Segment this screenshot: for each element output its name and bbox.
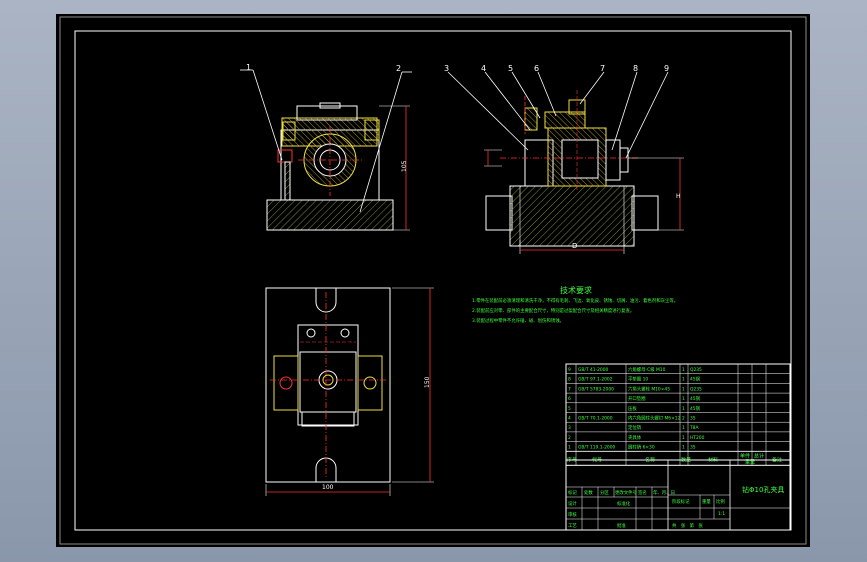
inner-border <box>74 30 792 531</box>
dim-plan-width: 100 <box>322 484 334 491</box>
tb-sign: 签名 <box>638 489 647 496</box>
title-block <box>565 459 791 531</box>
bom-header-cell: 重量 <box>745 458 755 465</box>
note-line-2: 2.装配前应对零、部件的主要配合尺寸，特别是过盈配合尺寸及相关精度进行复查。 <box>472 307 634 314</box>
tb-scale: 比例 <box>716 498 725 505</box>
bom-cell-qty: 1 <box>682 377 685 383</box>
bom-cell-mat: 45钢 <box>690 395 701 402</box>
bom-cell-name: 六角螺母-C级 M10 <box>628 366 666 373</box>
bom-cell-code: GB/T 70.1-2000 <box>578 416 613 422</box>
note-line-1: 1.零件在装配前必须清理和清洗干净，不得有毛刺、飞边、氧化皮、锈蚀、切屑、油污、… <box>472 297 678 304</box>
dim-side-width: D <box>572 242 577 250</box>
balloon-1: 1 <box>246 63 251 72</box>
balloon-3: 3 <box>444 64 449 73</box>
bom-header-cell: 单件 <box>740 452 750 459</box>
bom-cell-mat: 45钢 <box>690 376 701 383</box>
tb-zone: 分区 <box>600 489 609 496</box>
bom-cell-name: 定位销 <box>628 424 642 431</box>
tb-count: 处数 <box>584 489 593 496</box>
notes-title: 技术要求 <box>560 285 592 295</box>
bom-cell-qty: 1 <box>682 396 685 402</box>
bom-cell-name: 开口垫圈 <box>628 395 646 402</box>
bom-cell-no: 2 <box>568 435 571 441</box>
bom-row: 3 定位销 1 T8A <box>568 424 698 431</box>
tb-scale-value: 1:1 <box>718 511 725 517</box>
bom-cell-mat: Q235 <box>690 367 702 373</box>
drawing-sheet <box>56 14 810 547</box>
bom-cell-code: GB/T 97.1-2002 <box>578 377 613 383</box>
bom-cell-qty: 1 <box>682 425 685 431</box>
bom-cell-name: 圆柱销 6×30 <box>628 444 655 451</box>
balloon-6: 6 <box>534 64 539 73</box>
balloon-7: 7 <box>600 64 605 73</box>
side-view <box>447 71 684 254</box>
outer-border <box>59 16 807 545</box>
bom-row: 7 GB/T 5783-2000 六角头螺栓 M10×45 1 Q235 <box>568 385 702 392</box>
tb-check: 审核 <box>568 511 577 518</box>
bom-cell-qty: 1 <box>682 445 685 451</box>
tb-sheets: 共 张 第 张 <box>672 522 703 529</box>
tb-std: 标准化 <box>617 500 631 507</box>
bom-row: 6 开口垫圈 1 45钢 <box>568 395 701 402</box>
bom-cell-mat: HT200 <box>690 435 705 441</box>
bom-cell-no: 8 <box>568 377 571 383</box>
bom-cell-code: GB/T 119.1-2000 <box>578 445 616 451</box>
bom-cell-no: 3 <box>568 425 571 431</box>
tb-design: 设计 <box>568 500 577 507</box>
bom-cell-name: 六角头螺栓 M10×45 <box>628 385 670 392</box>
bom-row: 2 夹具体 1 HT200 <box>568 434 705 441</box>
bom-row: 1 GB/T 119.1-2000 圆柱销 6×30 1 35 <box>568 444 696 451</box>
tb-stage: 阶段标记 <box>672 498 690 505</box>
balloon-5: 5 <box>508 64 513 73</box>
bom-cell-no: 6 <box>568 396 571 402</box>
tb-doc: 更改文件号 <box>615 489 638 496</box>
bom-cell-no: 5 <box>568 406 571 412</box>
tb-mark: 标记 <box>568 489 577 496</box>
bom-cell-code: GB/T 41-2000 <box>578 367 609 373</box>
tb-process: 工艺 <box>568 523 577 529</box>
dim-side-height: H <box>676 193 681 200</box>
bom-cell-name: 压板 <box>628 405 637 412</box>
balloon-9: 9 <box>664 64 669 73</box>
bom-row: 5 压板 1 45钢 <box>568 405 701 412</box>
balloon-4: 4 <box>481 64 486 73</box>
bom-row: 9 GB/T 41-2000 六角螺母-C级 M10 1 Q235 <box>568 366 702 373</box>
bom-cell-no: 7 <box>568 386 571 392</box>
bom-cell-mat: 45钢 <box>690 405 701 412</box>
bom-cell-qty: 1 <box>682 367 685 373</box>
drawing-title: 钻Φ10孔夹具 <box>742 485 784 494</box>
tb-date: 年、月、日 <box>653 489 675 496</box>
bom-cell-mat: 35 <box>690 416 696 422</box>
bom-cell-name: 内六角圆柱头螺钉 M6×12 <box>628 415 681 422</box>
bom-cell-no: 9 <box>568 367 571 373</box>
front-view <box>240 69 412 231</box>
bom-header-cell: 总计 <box>754 452 764 459</box>
bom-cell-name: 平垫圈 10 <box>628 376 648 383</box>
bom-cell-qty: 2 <box>682 416 685 422</box>
dim-plan-height: 150 <box>424 376 431 388</box>
bom-cell-qty: 1 <box>682 406 685 412</box>
dim-front-height: 105 <box>401 160 408 172</box>
bom-cell-no: 1 <box>568 445 571 451</box>
tb-weight: 重量 <box>702 498 711 505</box>
bom-cell-name: 夹具体 <box>628 434 642 441</box>
bom-cell-code: GB/T 5783-2000 <box>578 386 614 392</box>
balloon-2: 2 <box>396 64 401 73</box>
bom-cell-qty: 1 <box>682 435 685 441</box>
bom-cell-mat: T8A <box>689 425 698 431</box>
balloon-8: 8 <box>633 64 638 73</box>
bom-cell-qty: 1 <box>682 386 685 392</box>
bom-cell-mat: Q235 <box>690 386 702 392</box>
bom-cell-no: 4 <box>568 416 571 422</box>
bom-cell-mat: 35 <box>690 445 696 451</box>
plan-view <box>265 287 434 496</box>
tb-approve: 批准 <box>617 522 626 529</box>
bom-row: 8 GB/T 97.1-2002 平垫圈 10 1 45钢 <box>568 376 701 383</box>
note-line-3: 3.装配过程中零件不允许磕、碰、划伤和锈蚀。 <box>472 317 564 324</box>
